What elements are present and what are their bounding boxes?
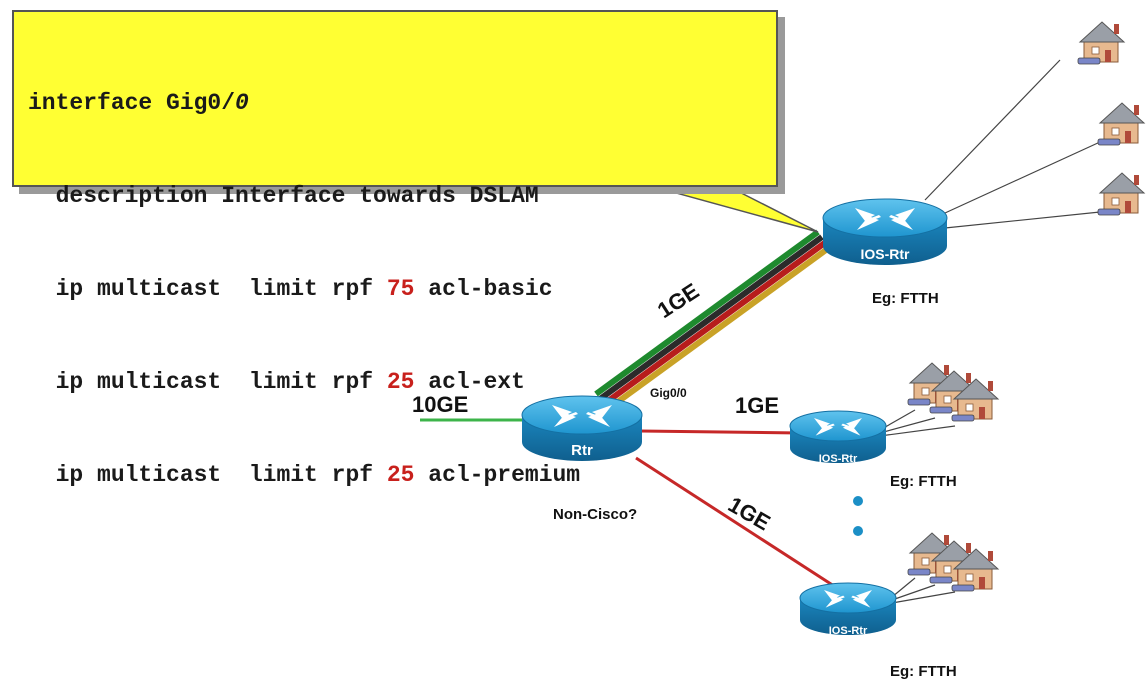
- interface-label: Gig0/0: [650, 386, 687, 400]
- mid-router-icon: IOS-Rtr: [789, 410, 887, 465]
- ftth-lines-bottom: [891, 577, 956, 604]
- config-callout: interface Gig0/0 description Interface t…: [12, 10, 778, 488]
- mid-router-label: IOS-Rtr: [819, 453, 858, 465]
- link-to-bottom-router: [635, 456, 835, 588]
- core-router-icon: Rtr: [521, 395, 643, 461]
- config-line: ip multicast limit rpf 25 acl-ext: [28, 369, 525, 395]
- top-router-label: IOS-Rtr: [861, 246, 911, 262]
- link-to-mid-router: [639, 429, 801, 435]
- ftth-label-top: Eg: FTTH: [872, 290, 939, 307]
- rate-limit-value: 25: [386, 462, 415, 488]
- ftth-lines-top: [924, 59, 1101, 229]
- home-cluster-bottom: [907, 532, 999, 592]
- core-router-note: Non-Cisco?: [553, 506, 638, 523]
- home-icon: [1077, 21, 1125, 65]
- config-line: description Interface towards DSLAM: [28, 183, 539, 209]
- config-line: ip multicast limit rpf 25 acl-premium: [28, 462, 581, 488]
- more-routers-dot: [853, 496, 863, 506]
- ftth-label-mid: Eg: FTTH: [890, 473, 957, 490]
- ftth-lines-mid: [879, 409, 956, 437]
- more-routers-dot: [853, 526, 863, 536]
- bottom-router-icon: IOS-Rtr: [799, 582, 897, 637]
- uplink-label: 10GE: [412, 392, 469, 417]
- top-router-icon: IOS-Rtr: [822, 198, 948, 265]
- mid-link-label: 1GE: [735, 393, 780, 418]
- config-line: ip multicast limit rpf 75 acl-basic: [28, 276, 553, 302]
- rate-limit-value: 75: [386, 276, 415, 302]
- core-router-label: Rtr: [571, 442, 593, 459]
- ftth-label-bottom: Eg: FTTH: [890, 663, 957, 680]
- home-icon: [1097, 172, 1145, 216]
- bottom-router-label: IOS-Rtr: [829, 625, 868, 637]
- rate-limit-value: 25: [386, 369, 415, 395]
- config-line: interface Gig0/0: [28, 90, 249, 116]
- home-icon: [1097, 102, 1145, 146]
- home-cluster-mid: [907, 362, 999, 422]
- multicast-stream-bundle: [594, 229, 832, 412]
